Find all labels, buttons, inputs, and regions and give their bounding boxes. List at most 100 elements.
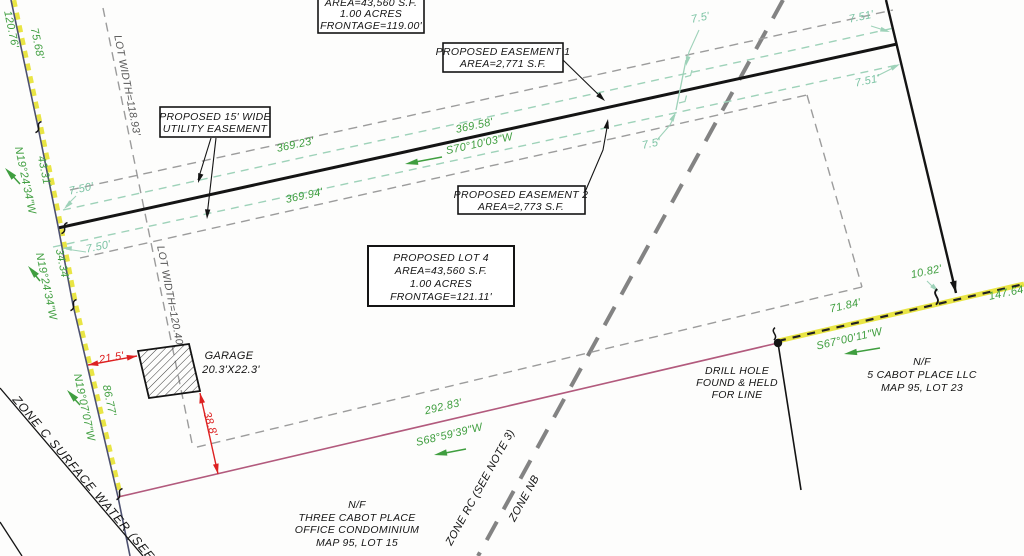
leader-arrowhead xyxy=(603,118,611,129)
garage-building xyxy=(136,342,202,400)
bearing-n19-a: N19°24'34"W xyxy=(12,146,38,217)
street-line-west xyxy=(10,0,131,556)
easement-width-dimension-line xyxy=(675,59,687,111)
lot-width-118: LOT WIDTH=118.93' xyxy=(111,34,142,137)
dist-75-68: 75.68' xyxy=(28,27,46,61)
property-sideline xyxy=(884,0,958,294)
utility-easement-corridor xyxy=(52,27,903,248)
tie-dimensions xyxy=(87,353,221,475)
bearing-arrows xyxy=(2,156,881,459)
zone-nb-label: ZONE NB xyxy=(506,473,542,524)
offset-leaders xyxy=(61,25,941,294)
dist-369-23: 369.23' xyxy=(276,135,316,155)
easement-north-edge-dashed-line xyxy=(62,27,895,211)
utility-leader-1 xyxy=(197,137,212,181)
arrowhead xyxy=(843,348,858,358)
lot-dashed-lines xyxy=(69,7,894,449)
garage-footprint xyxy=(136,342,202,400)
owner-south-nf: N/F xyxy=(348,499,366,511)
bearing-n19-b: N19°24'34"W xyxy=(33,252,59,323)
zone-c-label: ZONE C SURFACE WATER (SEE NOT xyxy=(9,392,180,556)
stone-wall-east xyxy=(777,281,1024,344)
lot4-title: PROPOSED LOT 4 xyxy=(393,252,489,264)
dist-292-83: 292.83' xyxy=(423,397,464,418)
arrowhead xyxy=(433,449,448,459)
top-lot-frontage: FRONTAGE=119.00' xyxy=(320,20,423,32)
top-lot-acres: 1.00 ACRES xyxy=(340,8,402,20)
owner-east-nf: N/F xyxy=(913,356,931,368)
street-sideline xyxy=(10,0,131,556)
leader-arrowhead xyxy=(195,173,204,184)
drill-hole-line1: DRILL HOLE xyxy=(705,365,770,377)
lot-division-line xyxy=(777,342,802,491)
easement1-leader xyxy=(562,59,604,100)
easement2-leader xyxy=(584,121,609,193)
owner-south-name1: THREE CABOT PLACE xyxy=(298,512,416,524)
top-lot-box xyxy=(317,0,425,34)
lot4-north-dashed-line xyxy=(79,94,808,259)
owner-south-map: MAP 95, LOT 15 xyxy=(316,537,398,549)
right-angle-mark xyxy=(678,95,688,104)
easement1-area: AREA=2,771 S.F. xyxy=(459,58,546,70)
owner-east-name: 5 CABOT PLACE LLC xyxy=(867,369,977,381)
drill-hole-point xyxy=(773,338,783,348)
surface-water-zone-lines xyxy=(0,387,144,556)
leader-arrowhead xyxy=(890,61,902,71)
offset-7-5-b: 7.5' xyxy=(641,136,662,152)
garage-size: 20.3'X22.3' xyxy=(201,364,260,376)
tie-38-8-line xyxy=(199,392,219,475)
owner-east-map: MAP 95, LOT 23 xyxy=(881,382,963,394)
lot4-east-dashed-line xyxy=(806,94,863,288)
drill-hole-monument xyxy=(773,338,802,491)
right-angle-mark xyxy=(684,69,693,78)
zone-c-line-2 xyxy=(0,521,23,556)
easement-outer-upper-dashed-line xyxy=(69,9,894,191)
dist-43-31: 43.31' xyxy=(35,155,53,189)
zone-rc-label: ZONE RC (SEE NOTE 3) xyxy=(443,427,517,548)
dist-10-82: 10.82' xyxy=(910,263,944,281)
easement2-area: AREA=2,773 S.F. xyxy=(477,201,564,213)
dist-369-94: 369.94' xyxy=(285,186,325,206)
utility-line2: UTILITY EASEMENT xyxy=(163,123,269,135)
offset-7-51-a: 7.51' xyxy=(848,8,876,25)
drill-hole-line3: FOR LINE xyxy=(712,389,764,401)
leader-lines xyxy=(195,59,611,220)
easement1-box xyxy=(442,42,564,73)
offset-7-50-a: 7.50' xyxy=(68,180,96,197)
offset-7-51-b: 7.51' xyxy=(854,72,882,89)
lot4-acres: 1.00 ACRES xyxy=(410,278,472,290)
zone-boundary-dashed-line xyxy=(476,0,785,556)
lot4-frontage: FRONTAGE=121.11' xyxy=(390,291,493,303)
stone-wall-dashes xyxy=(777,282,1024,343)
tie-38-8: 38.8' xyxy=(200,410,219,438)
tie-21-5: 21.5' xyxy=(97,350,125,366)
utility-leader-2 xyxy=(206,137,217,217)
drill-hole-line2: FOUND & HELD xyxy=(696,377,778,389)
top-lot-area: AREA=43,560 S.F. xyxy=(324,0,417,9)
offset-7-50-b: 7.50' xyxy=(85,238,113,255)
dist-71-84: 71.84' xyxy=(829,297,863,316)
easement-south-edge-dashed-line xyxy=(52,63,903,248)
utility-easement-box xyxy=(159,106,271,138)
easement1-title: PROPOSED EASEMENT 1 xyxy=(436,46,571,58)
leader-arrowhead xyxy=(879,26,891,35)
dim-arrowhead xyxy=(197,392,206,404)
east-property-line xyxy=(884,0,960,294)
easement-centerline xyxy=(57,42,898,230)
south-property-line xyxy=(117,342,779,498)
easement2-title: PROPOSED EASEMENT 2 xyxy=(454,189,589,201)
owner-south-name2: OFFICE CONDOMINIUM xyxy=(295,524,419,536)
arrowhead xyxy=(404,158,419,168)
tick-mark xyxy=(770,326,779,341)
offset-labels: 7.50' 7.50' 7.5' 7.5' 7.51' 7.51' xyxy=(68,8,882,255)
lot4-south-dashed-line xyxy=(192,286,863,449)
zoning-district-line xyxy=(476,0,785,556)
lot4-box xyxy=(367,245,515,307)
zone-c-line xyxy=(0,387,144,556)
utility-line1: PROPOSED 15' WIDE xyxy=(159,111,271,123)
dist-34-34: 34.34' xyxy=(53,248,71,282)
easement2-box xyxy=(457,185,586,215)
annotation-boxes: AREA=43,560 S.F. 1.00 ACRES FRONTAGE=119… xyxy=(159,0,589,307)
lot4-area: AREA=43,560 S.F. xyxy=(394,265,487,277)
